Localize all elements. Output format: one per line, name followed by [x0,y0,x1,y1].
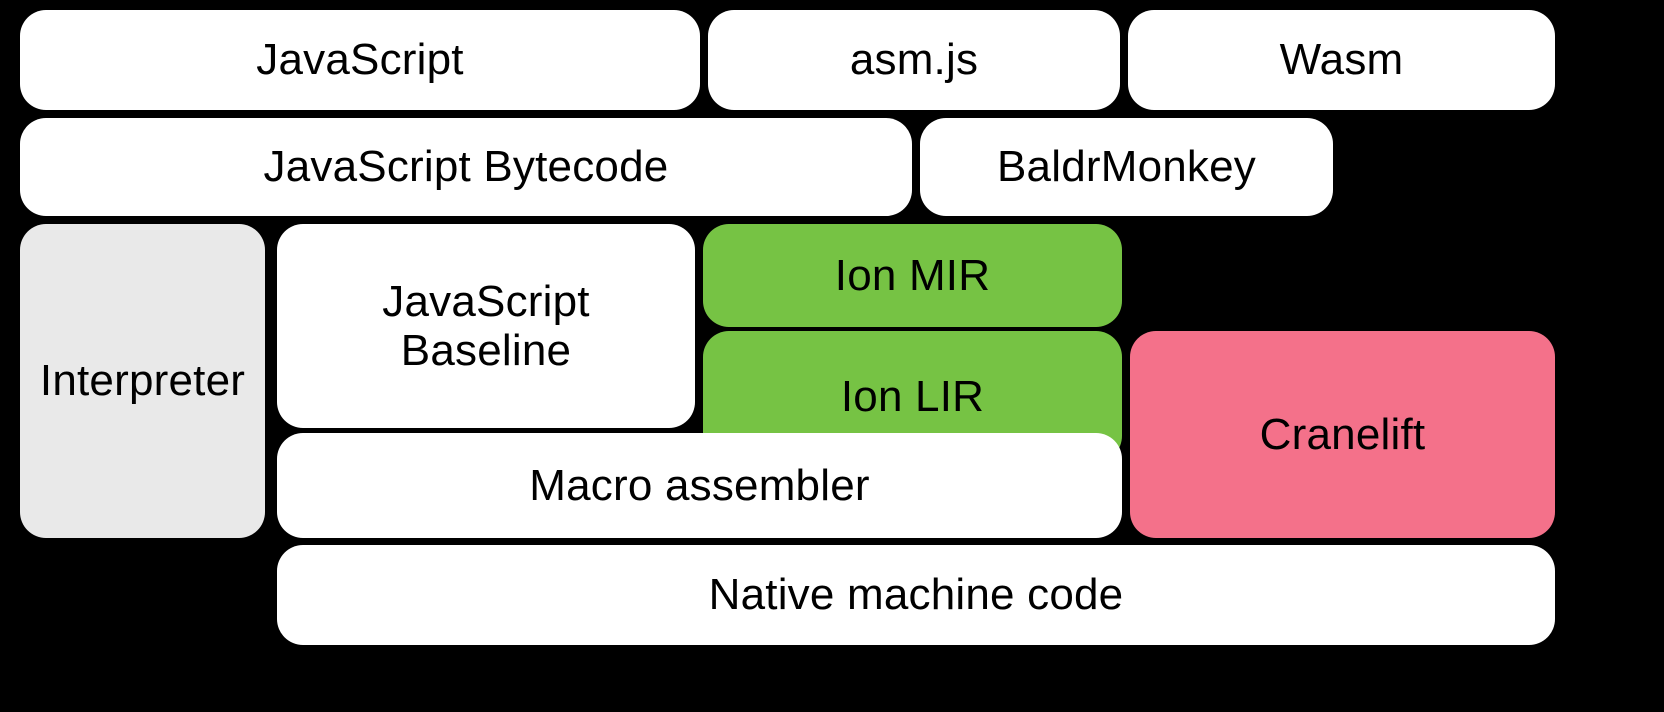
box-wasm: Wasm [1128,10,1555,110]
box-interpreter: Interpreter [20,224,265,538]
box-javascript: JavaScript [20,10,700,110]
box-macro-assembler: Macro assembler [277,433,1122,538]
box-cranelift: Cranelift [1130,331,1555,538]
box-native-machine-code: Native machine code [277,545,1555,645]
box-javascript-bytecode: JavaScript Bytecode [20,118,912,216]
box-ion-mir: Ion MIR [703,224,1122,327]
box-baldrmonkey: BaldrMonkey [920,118,1333,216]
box-asm-js: asm.js [708,10,1120,110]
box-javascript-baseline: JavaScript Baseline [277,224,695,428]
